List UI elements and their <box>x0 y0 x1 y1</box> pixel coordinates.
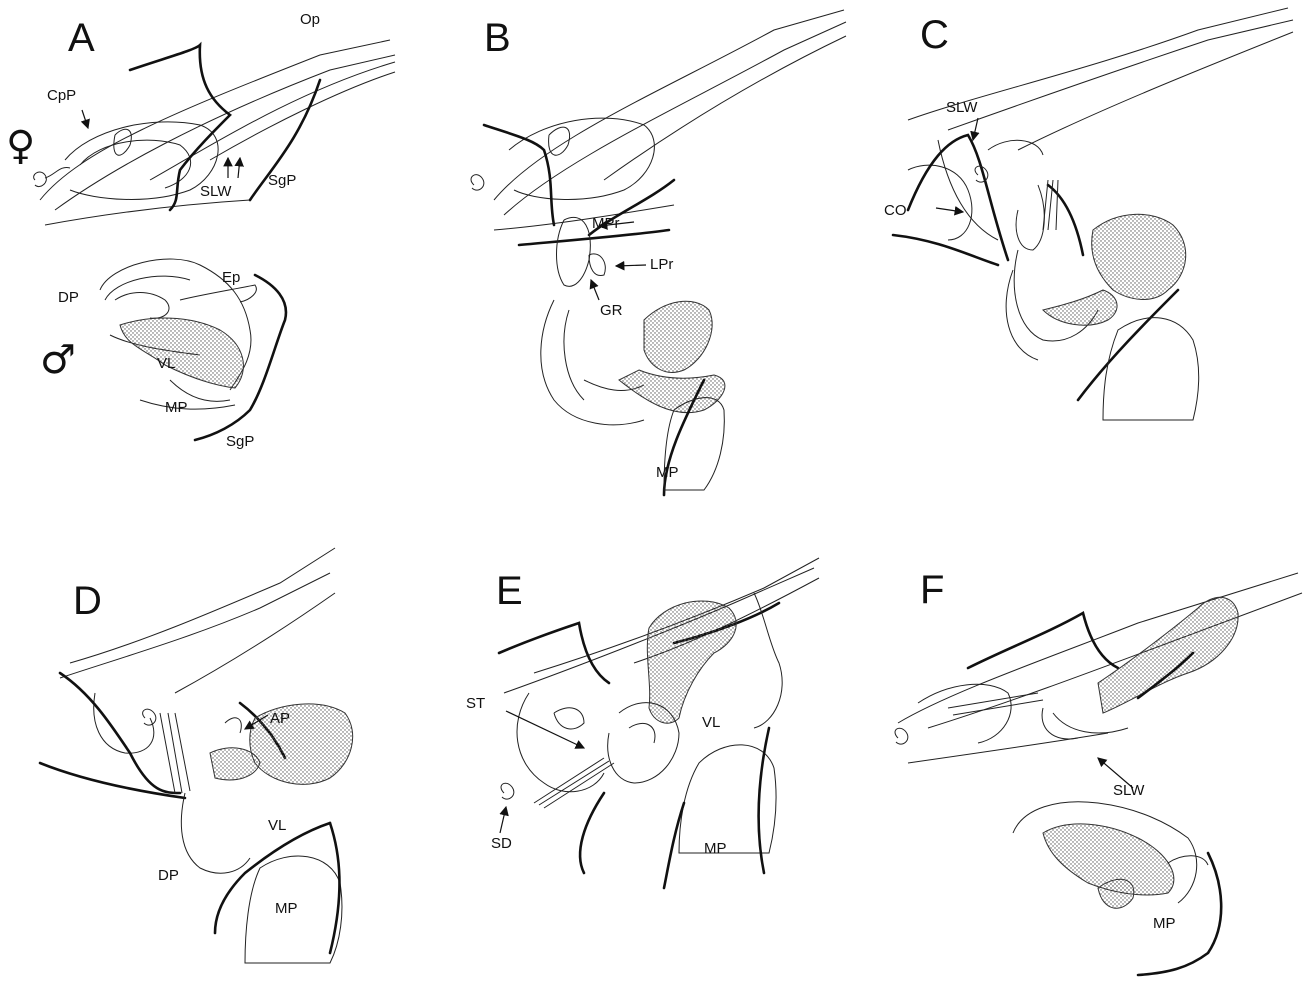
label-mp: MP <box>165 400 188 415</box>
label-sgp-top: SgP <box>268 173 296 188</box>
panel-f-letter: F <box>920 570 944 610</box>
panel-c-drawing <box>868 0 1302 493</box>
male-symbol: ♂ <box>40 340 76 380</box>
panel-f-drawing <box>868 493 1302 986</box>
label-sd: SD <box>491 836 512 851</box>
label-mpr: MPr <box>592 216 620 231</box>
panel-b: B MPr LPr GR MP <box>434 0 868 493</box>
panel-f: F SLW MP <box>868 493 1302 986</box>
label-cpp: CpP <box>47 88 76 103</box>
label-co: CO <box>884 203 907 218</box>
panel-e-drawing <box>434 493 868 986</box>
label-vl: VL <box>157 356 175 371</box>
panel-d-letter: D <box>73 581 102 621</box>
label-slw: SLW <box>946 100 977 115</box>
label-mp: MP <box>275 901 298 916</box>
panel-e-letter: E <box>496 571 523 611</box>
panel-e: E ST VL SD MP <box>434 493 868 986</box>
label-slw: SLW <box>200 184 231 199</box>
label-mp: MP <box>704 841 727 856</box>
label-slw: SLW <box>1113 783 1144 798</box>
panel-d-drawing <box>0 493 434 986</box>
female-symbol: ♀ <box>6 126 35 166</box>
label-st: ST <box>466 696 485 711</box>
label-ap: AP <box>270 711 290 726</box>
label-dp: DP <box>58 290 79 305</box>
panel-a: A Op CpP SLW SgP Ep DP VL MP SgP ♀ ♂ <box>0 0 434 493</box>
panel-a-drawing <box>0 0 434 493</box>
panel-c-letter: C <box>920 15 949 55</box>
label-vl: VL <box>268 818 286 833</box>
label-gr: GR <box>600 303 623 318</box>
panel-a-letter: A <box>68 18 95 58</box>
label-mp: MP <box>656 465 679 480</box>
label-vl: VL <box>702 715 720 730</box>
label-lpr: LPr <box>650 257 673 272</box>
panel-b-drawing <box>434 0 868 493</box>
panel-b-letter: B <box>484 18 511 58</box>
panel-d: D AP VL DP MP <box>0 493 434 986</box>
label-sgp-bottom: SgP <box>226 434 254 449</box>
label-ep: Ep <box>222 270 240 285</box>
label-mp: MP <box>1153 916 1176 931</box>
label-op: Op <box>300 12 320 27</box>
panel-c: C SLW CO <box>868 0 1302 493</box>
label-dp: DP <box>158 868 179 883</box>
